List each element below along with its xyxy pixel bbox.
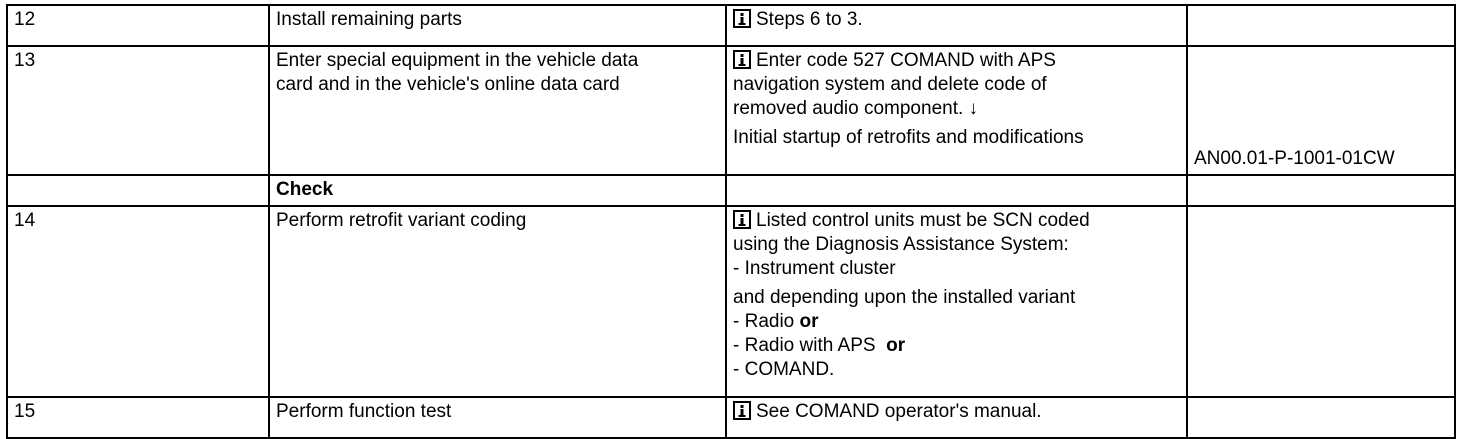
note-bullet-emphasis: or [799, 311, 819, 332]
task-cell: Install remaining parts [268, 4, 727, 47]
note-text: Enter code 527 COMAND with APS [756, 50, 1056, 71]
note-cell: Steps 6 to 3. [725, 4, 1188, 47]
note-text-line: removed audio component. ↓ [733, 98, 979, 119]
reference-cell [1186, 174, 1456, 207]
note-bullet-text: - Radio with APS [733, 335, 881, 356]
note-bullet-emphasis: or [880, 335, 906, 356]
task-cell: Perform retrofit variant coding [268, 205, 727, 398]
task-text-line: Enter special equipment in the vehicle d… [276, 50, 639, 71]
note-bullet-text: - COMAND. [733, 359, 835, 380]
note-bullet: - COMAND. [733, 358, 1180, 382]
note-text-line: Listed control units must be SCN coded [733, 209, 1180, 233]
note-text: Steps 6 to 3. [756, 9, 863, 30]
note-bullet: - Radio with APS or [733, 334, 1180, 358]
info-icon [733, 210, 751, 229]
info-icon [733, 50, 751, 69]
step-number: 12 [14, 9, 36, 30]
note-text-line: Enter code 527 COMAND with APS [733, 49, 1180, 73]
reference-cell [1186, 205, 1456, 398]
note-paragraph-2: Initial startup of retrofits and modific… [733, 127, 1084, 148]
task-text: Install remaining parts [276, 9, 462, 30]
note-paragraph-2: and depending upon the installed variant [733, 287, 1076, 308]
procedure-table: 12 Install remaining parts Steps 6 to 3.… [6, 4, 1456, 439]
step-number: 15 [14, 401, 36, 422]
note-text: See COMAND operator's manual. [756, 401, 1042, 422]
note-text-line: - Instrument cluster [733, 258, 896, 279]
section-header-cell: Check [268, 174, 727, 207]
note-text-line: navigation system and delete code of [733, 74, 1047, 95]
reference-cell [1186, 4, 1456, 47]
task-text: Perform function test [276, 401, 452, 422]
step-number-cell [6, 174, 270, 207]
step-number-cell: 14 [6, 205, 270, 398]
task-cell: Enter special equipment in the vehicle d… [268, 45, 727, 176]
section-header-text: Check [276, 179, 334, 200]
step-number-cell: 13 [6, 45, 270, 176]
table-row: 14 Perform retrofit variant coding Liste… [6, 205, 1456, 398]
note-cell [725, 174, 1188, 207]
info-icon [733, 9, 751, 28]
step-number: 14 [14, 210, 36, 231]
task-text-line: card and in the vehicle's online data ca… [276, 74, 620, 95]
step-number: 13 [14, 50, 36, 71]
info-icon [733, 401, 751, 420]
note-text: Listed control units must be SCN coded [756, 210, 1090, 231]
note-bullet: - Radio or [733, 310, 1180, 334]
note-text-line: using the Diagnosis Assistance System: [733, 234, 1069, 255]
task-text: Perform retrofit variant coding [276, 210, 527, 231]
step-number-cell: 12 [6, 4, 270, 47]
note-bullet-text: - Radio [733, 311, 800, 332]
note-cell: Enter code 527 COMAND with APS navigatio… [725, 45, 1188, 176]
document-reference: AN00.01-P-1001-01CW [1194, 148, 1395, 169]
table-row: 12 Install remaining parts Steps 6 to 3. [6, 4, 1456, 47]
table-row-section-header: Check [6, 174, 1456, 207]
table-row: 13 Enter special equipment in the vehicl… [6, 45, 1456, 176]
reference-cell: AN00.01-P-1001-01CW [1186, 45, 1456, 176]
note-cell: Listed control units must be SCN coded u… [725, 205, 1188, 398]
